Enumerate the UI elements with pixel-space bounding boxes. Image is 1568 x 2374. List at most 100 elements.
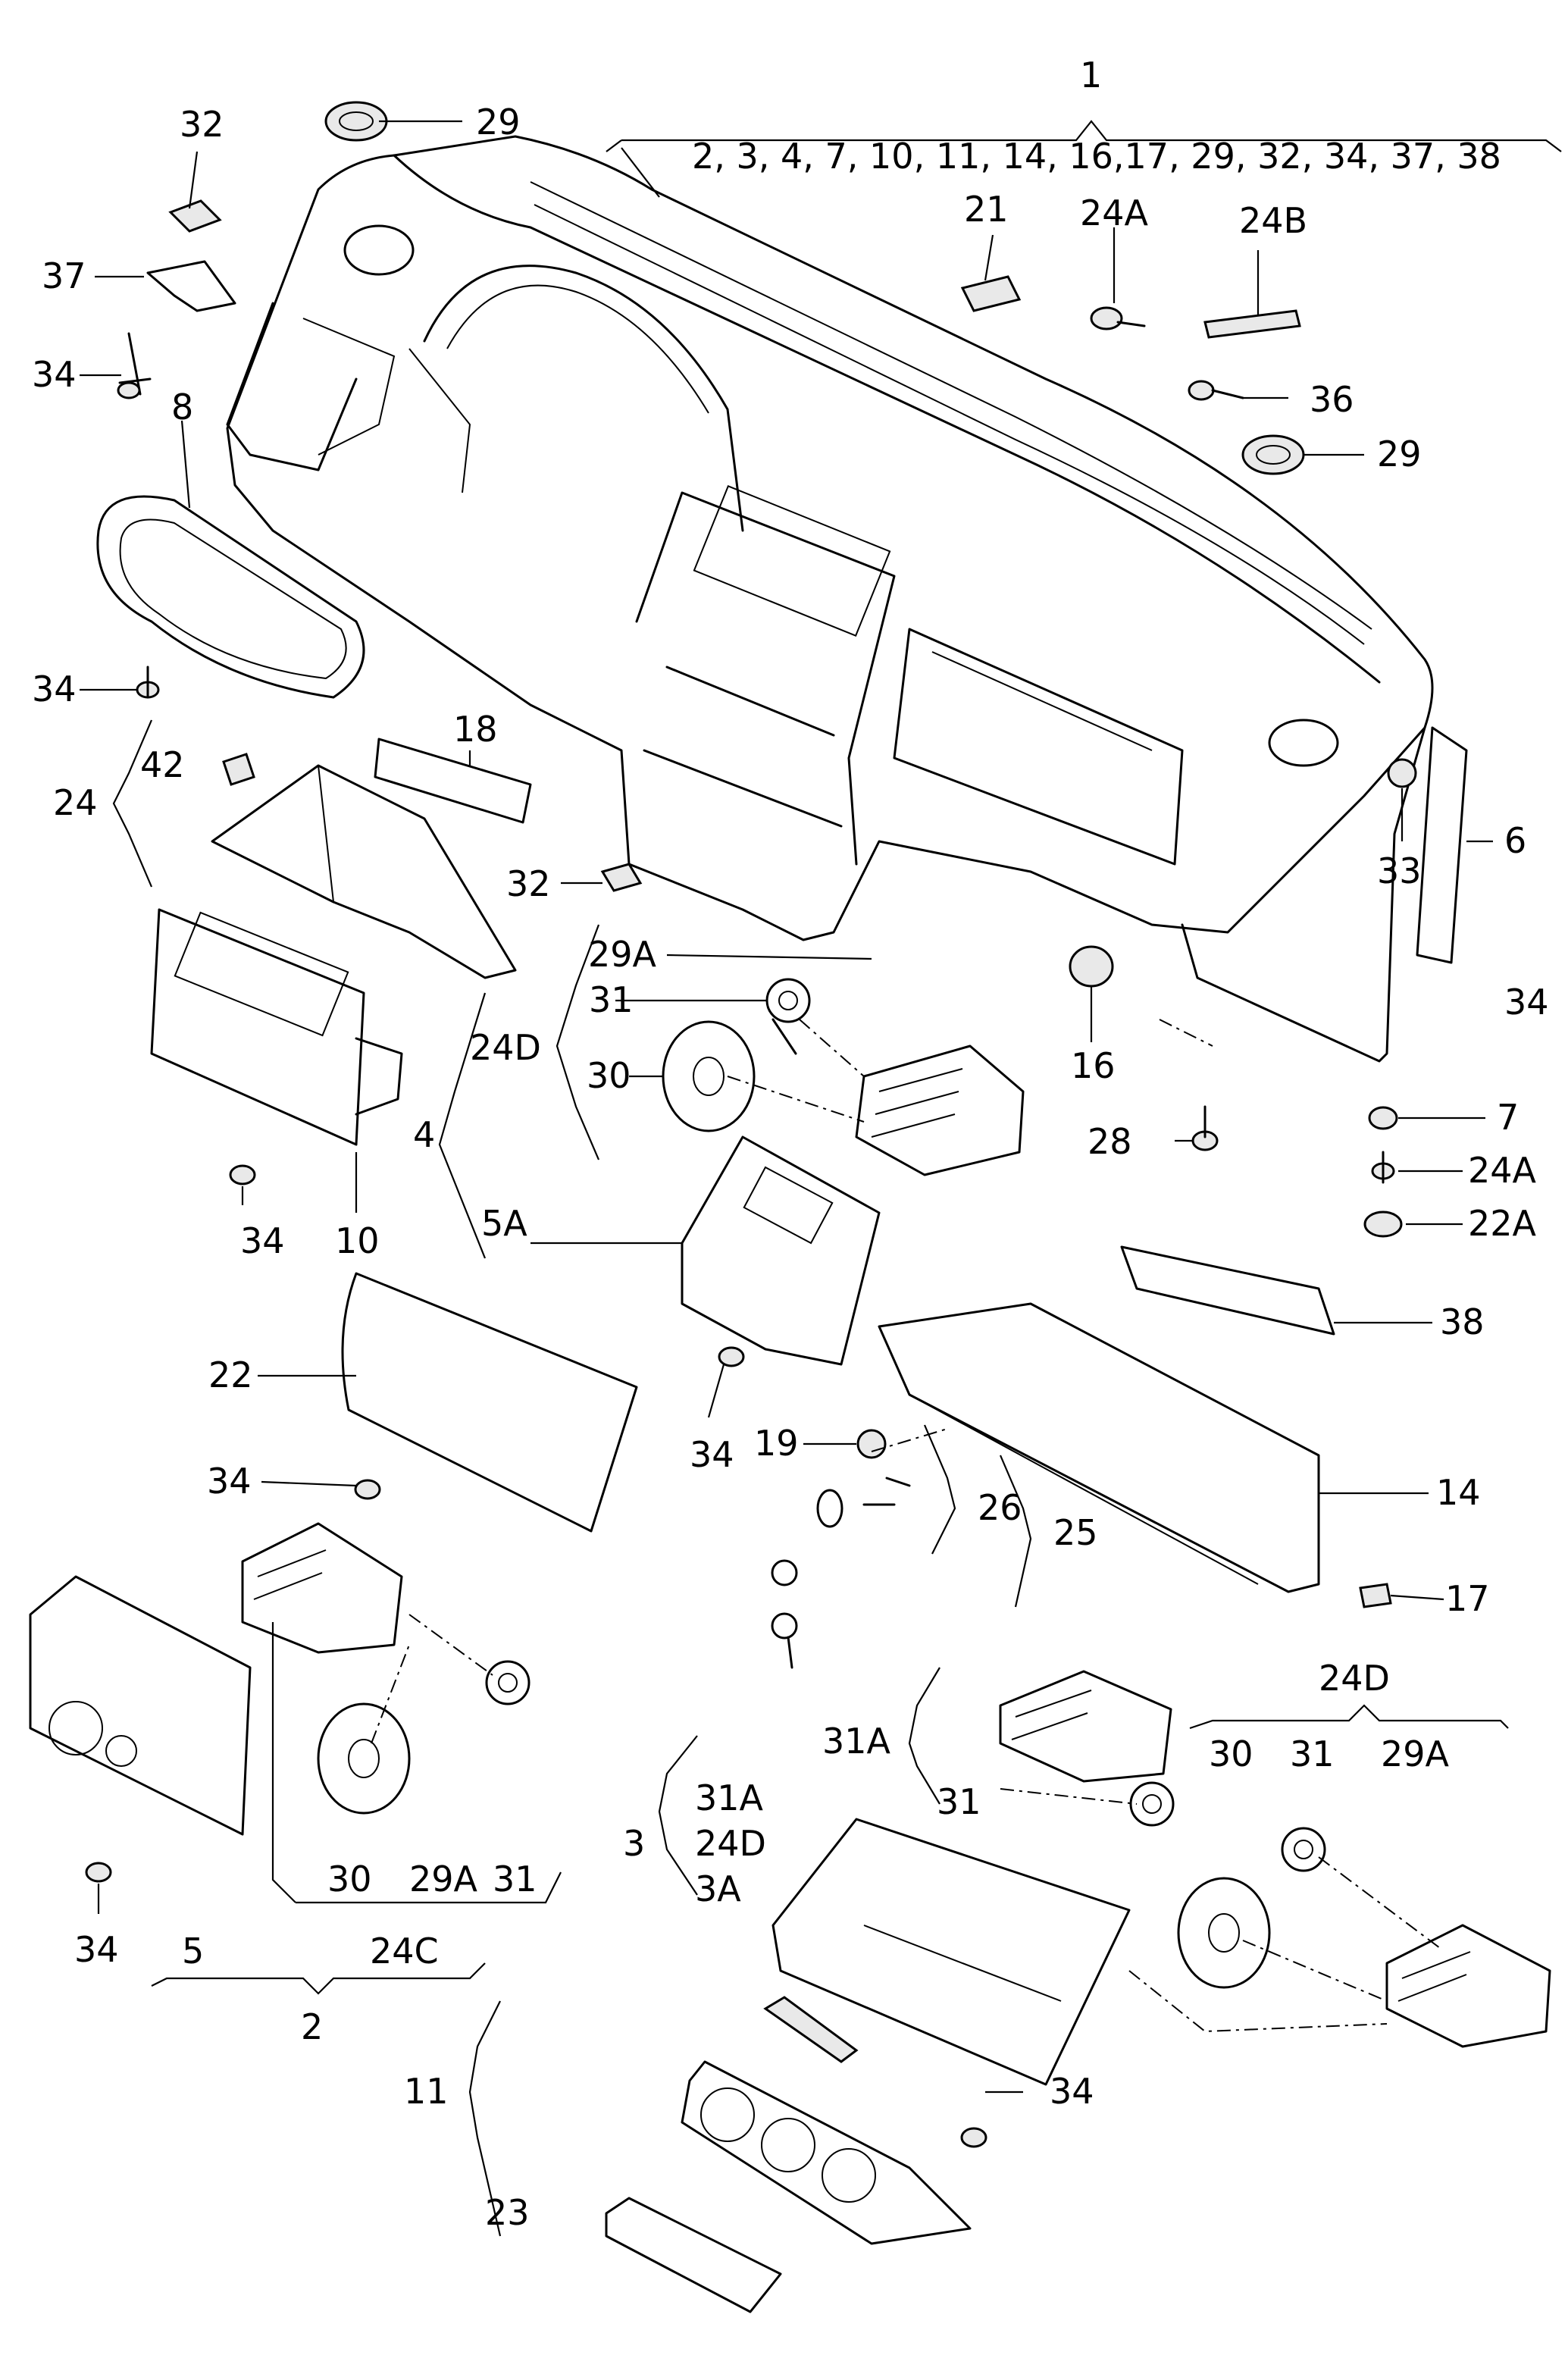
label-24D-a: 24D <box>470 1027 541 1068</box>
part-32-clip-top <box>168 199 222 233</box>
label-34-right: 34 <box>1504 982 1549 1023</box>
dashed-lines <box>371 1019 1441 2033</box>
label-10: 10 <box>335 1220 380 1261</box>
part-24A-screw-top <box>1090 306 1146 330</box>
label-1-list: 2, 3, 4, 7, 10, 11, 14, 16,17, 29, 32, 3… <box>692 136 1501 177</box>
label-29A-b: 29A <box>1381 1734 1450 1774</box>
label-31A-b: 31A <box>695 1777 764 1818</box>
label-29A-a: 29A <box>588 934 657 975</box>
label-14: 14 <box>1436 1472 1481 1513</box>
part-29-top-vent <box>324 101 388 142</box>
part-24B-strip <box>1203 309 1301 339</box>
part-30-wheel-c <box>1177 1877 1271 1989</box>
part-31-knob-c <box>1129 1781 1175 1827</box>
label-30-a: 30 <box>587 1055 631 1096</box>
part-34-screw-bezel <box>229 1164 256 1185</box>
label-42: 42 <box>140 744 185 785</box>
part-22A-cap <box>1363 1210 1403 1238</box>
label-3: 3 <box>623 1823 645 1864</box>
part-5-panel-left <box>29 1575 252 1836</box>
part-24A-screw-right <box>1371 1151 1395 1184</box>
label-37: 37 <box>42 255 86 296</box>
part-11-strip <box>763 1996 859 2063</box>
label-30-c: 30 <box>327 1859 372 1900</box>
label-34-panel: 34 <box>690 1434 734 1475</box>
label-24B: 24B <box>1239 200 1307 241</box>
label-34-bezel: 34 <box>240 1220 285 1261</box>
part-23-tray <box>605 2197 782 2313</box>
part-16-plug <box>1069 945 1114 988</box>
part-34-screw-panel <box>718 1346 745 1367</box>
part-25-keys <box>771 1559 798 1669</box>
part-30-wheel-b <box>317 1702 411 1815</box>
label-5A: 5A <box>481 1203 527 1244</box>
part-31-knob-a <box>765 978 811 1055</box>
part-vent-b <box>241 1522 403 1654</box>
label-1: 1 <box>1080 55 1102 96</box>
label-30-b: 30 <box>1209 1734 1253 1774</box>
part-29-right-vent <box>1241 434 1305 475</box>
label-24D-b: 24D <box>1319 1658 1390 1699</box>
part-26-lock-parts <box>816 1477 911 1528</box>
part-28-screw <box>1191 1105 1219 1151</box>
label-28: 28 <box>1088 1121 1132 1162</box>
label-33: 33 <box>1377 850 1422 891</box>
label-31-c: 31 <box>1290 1734 1335 1774</box>
part-34-screw-bottomcenter <box>960 2127 987 2148</box>
label-34-topleft: 34 <box>32 354 77 395</box>
part-31-knob-d <box>1281 1827 1326 1872</box>
label-18: 18 <box>453 709 498 750</box>
part-31-knob-b <box>485 1660 530 1705</box>
part-vent-d <box>1385 1924 1551 2048</box>
part-19-lock <box>856 1429 887 1459</box>
label-31-d: 31 <box>493 1859 537 1900</box>
label-6: 6 <box>1504 820 1526 861</box>
part-32-clip-center <box>600 863 643 892</box>
label-29A-c: 29A <box>409 1859 478 1900</box>
label-19: 19 <box>754 1423 799 1464</box>
label-26: 26 <box>978 1487 1022 1528</box>
part-5A-panel <box>681 1135 881 1366</box>
label-16: 16 <box>1071 1045 1116 1086</box>
part-3A-panel <box>771 1818 1131 2086</box>
part-11-cluster-housing <box>681 2060 972 2245</box>
label-34-bottomcenter: 34 <box>1050 2071 1094 2112</box>
leader-lines <box>80 120 1493 2094</box>
label-8: 8 <box>171 387 193 428</box>
label-5: 5 <box>182 1931 204 1972</box>
label-31-b: 31 <box>937 1781 981 1822</box>
part-34-screw-bottomleft <box>85 1862 112 1883</box>
part-8-instrument-frame <box>96 495 365 699</box>
dashboard-body <box>226 135 1434 1063</box>
label-32-top: 32 <box>180 104 224 145</box>
part-34-screw-lid <box>354 1479 381 1500</box>
part-33-nut <box>1387 758 1417 788</box>
label-31A-a: 31A <box>822 1721 891 1762</box>
label-24C: 24C <box>370 1931 439 1972</box>
label-2: 2 <box>301 2006 323 2047</box>
label-25: 25 <box>1053 1512 1098 1553</box>
part-34-screw-topleft <box>117 332 152 399</box>
part-6-trim <box>1416 726 1468 964</box>
label-3A: 3A <box>695 1868 741 1909</box>
label-38: 38 <box>1440 1301 1485 1342</box>
braces <box>112 120 1562 2237</box>
part-vent-a <box>855 1044 1025 1176</box>
callout-labels: 1 2, 3, 4, 7, 10, 11, 14, 16,17, 29, 32,… <box>32 55 1549 2233</box>
label-22A: 22A <box>1468 1203 1537 1244</box>
label-17: 17 <box>1445 1578 1490 1619</box>
label-24: 24 <box>53 782 98 823</box>
label-29-right: 29 <box>1377 434 1422 474</box>
label-31-a: 31 <box>589 979 634 1020</box>
label-11: 11 <box>404 2071 449 2112</box>
label-29-top: 29 <box>476 102 521 143</box>
part-34-screw-left <box>136 666 160 699</box>
part-21-clip <box>960 275 1022 312</box>
label-24A-top: 24A <box>1080 193 1149 233</box>
label-24A-right: 24A <box>1468 1150 1537 1191</box>
part-30-wheel-a <box>662 1020 756 1132</box>
label-21: 21 <box>964 189 1009 230</box>
part-38-bracket <box>1120 1245 1335 1336</box>
part-22-lid <box>341 1272 638 1533</box>
